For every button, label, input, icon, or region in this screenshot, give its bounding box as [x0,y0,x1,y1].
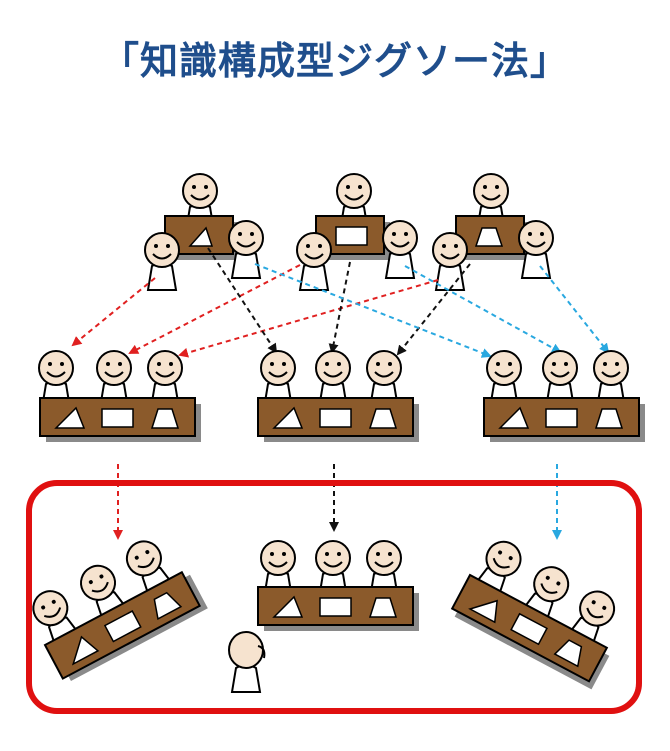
triangle-card-icon [188,226,214,247]
desk [257,586,420,632]
person-icon [432,232,468,291]
arrow-black [207,247,278,354]
arrow-black [396,263,471,356]
arrow-blue [254,263,492,358]
person-icon [382,220,418,279]
rectangle-card-icon [335,226,368,246]
arrows-bottom [113,464,562,540]
teacher-icon [228,631,266,693]
desk [39,397,202,443]
page-title: 「知識構成型ジグソー法」 [100,38,569,83]
arrow-red [128,264,301,354]
desk [257,397,420,443]
arrow-blue [404,265,562,353]
cross-talk-frame [26,480,642,714]
expert-group-trapezoid [432,173,554,291]
arrow-red [178,279,439,358]
jigsaw-group-3 [483,350,646,443]
person-icon [228,220,264,279]
arrow-blue [539,265,610,354]
crosstalk-group-right [448,534,622,691]
arrow-red [71,277,156,347]
arrow-black [328,261,351,354]
trapezoid-card-icon [474,227,504,247]
expert-group-triangle [144,173,264,291]
person-icon [296,232,332,291]
person-icon [518,220,554,279]
jigsaw-group-2 [257,350,420,443]
crosstalk-group-left [26,534,209,685]
person-icon [144,232,180,291]
expert-group-rectangle [296,173,418,291]
crosstalk-group-center [257,540,420,632]
jigsaw-group-1 [38,350,202,443]
arrows-top [71,247,610,358]
desk [483,397,646,443]
